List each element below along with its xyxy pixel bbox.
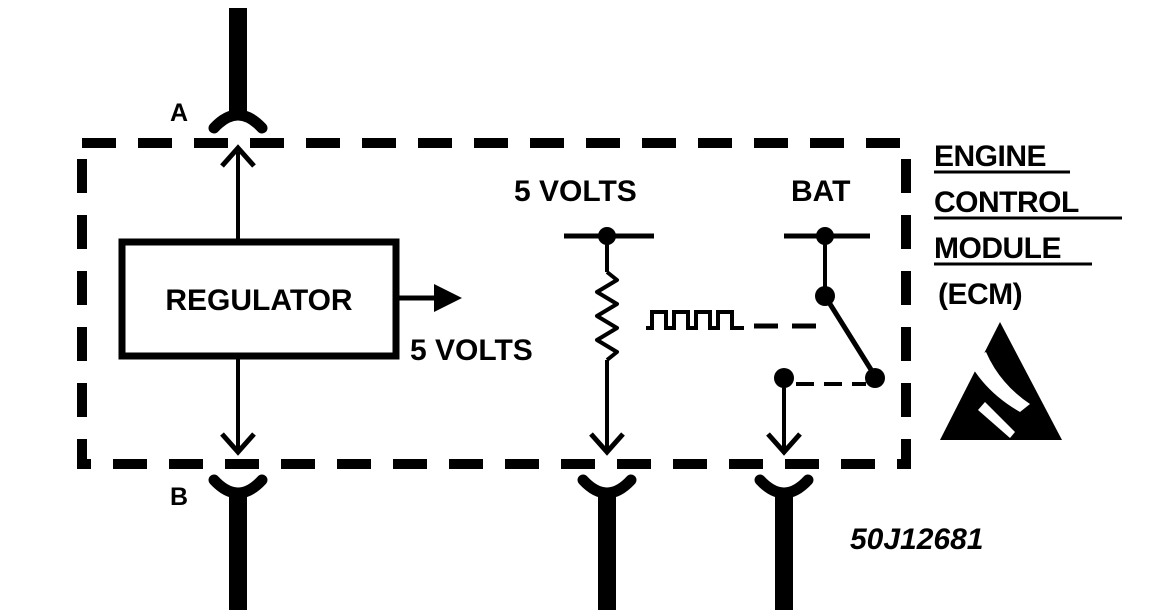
pullup-to-output-line [589,360,625,456]
module-title-line2: CONTROL [934,186,1079,219]
regulator-output-label: 5 VOLTS [410,334,533,367]
module-abbr: (ECM) [938,278,1022,311]
module-title-line3: MODULE [934,232,1061,265]
supply-bat-rail [784,227,870,306]
regulator-output-arrow [396,284,462,312]
signal-output-wire [577,474,637,610]
switch-to-output-line [766,378,802,456]
terminal-b-wire [208,474,268,610]
square-wave-icon [646,310,744,330]
module-title-line1: ENGINE [934,140,1046,173]
switched-output-wire [754,474,814,610]
regulator-to-a-line [220,144,256,242]
supply-5v-rail [564,227,654,272]
esd-warning-icon [940,322,1062,440]
terminal-a-wire [208,8,268,134]
resistor-icon [595,270,619,362]
supply-5v-label: 5 VOLTS [514,175,637,208]
terminal-b-label: B [170,483,188,511]
switch-icon [774,294,885,388]
regulator-to-b-line [220,356,256,456]
regulator-label: REGULATOR [165,284,353,317]
supply-bat-label: BAT [791,175,850,208]
terminal-a-label: A [170,99,188,127]
figure-code: 50J12681 [850,523,983,556]
ecm-boundary [77,138,911,469]
